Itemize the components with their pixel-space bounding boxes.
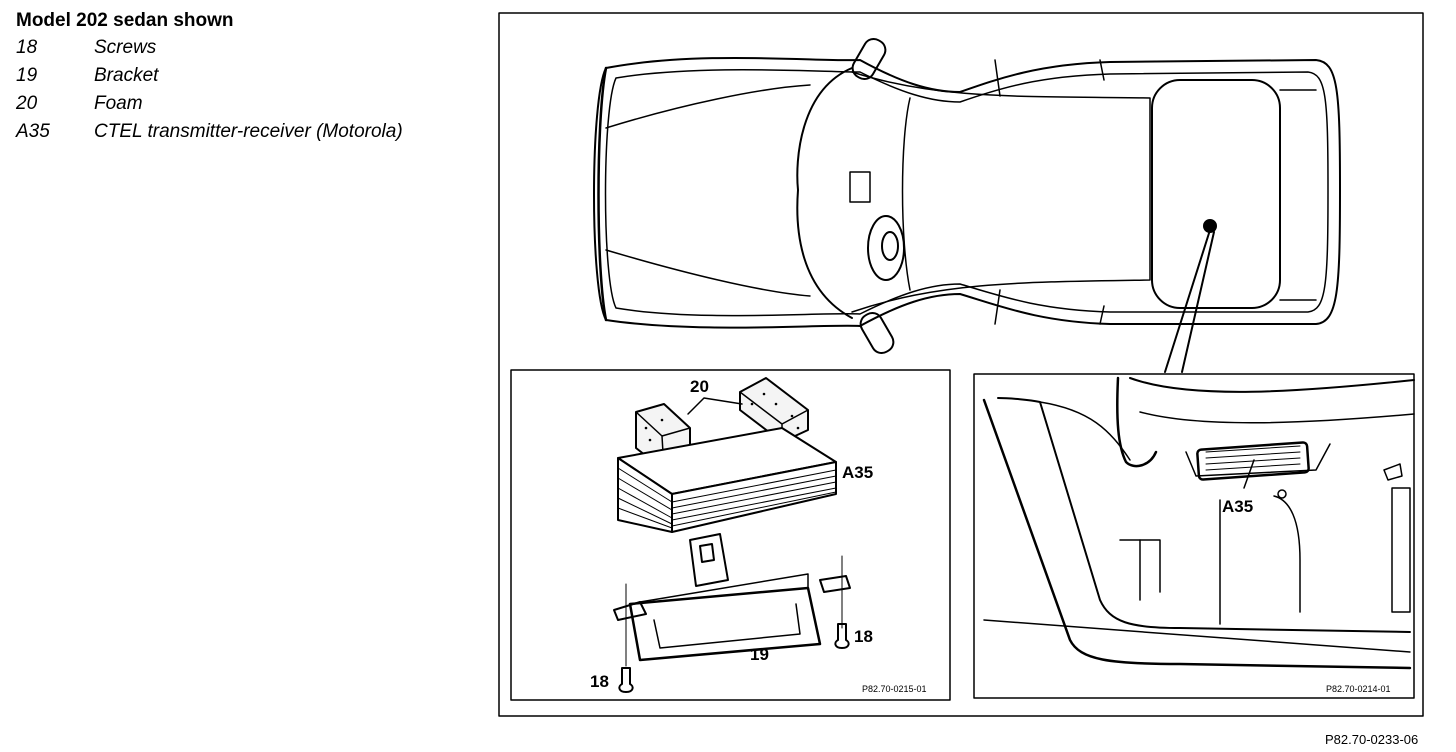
callout-bracket: 19	[750, 645, 769, 664]
foam-pad-2	[739, 377, 809, 443]
legend-desc: CTEL transmitter-receiver (Motorola)	[94, 121, 403, 142]
legend-desc: Foam	[94, 93, 143, 114]
cabin-floor-line	[901, 97, 911, 291]
screws	[618, 555, 850, 693]
callout-screw-left: 18	[590, 672, 609, 691]
legend-code: 20	[16, 93, 38, 114]
mirror-right	[859, 311, 895, 355]
legend-item: A35 CTEL transmitter-receiver (Motorola)	[16, 118, 486, 146]
bracket	[613, 533, 851, 662]
location-leader	[1164, 229, 1215, 373]
inset-left-frame	[510, 369, 951, 701]
legend-item: 20 Foam	[16, 90, 486, 118]
figure-reference: P82.70-0233-06	[1325, 732, 1419, 747]
legend-title: Model 202 sedan shown	[16, 10, 234, 31]
bracket-clip	[689, 533, 729, 587]
trunk-module-fins	[1205, 445, 1301, 471]
dash-vent	[849, 171, 871, 203]
mirror-left	[851, 37, 887, 81]
figure-frame	[498, 12, 1424, 717]
legend-desc: Bracket	[94, 65, 159, 86]
trunk-view	[982, 376, 1415, 670]
hood-line-bottom	[605, 249, 811, 297]
side-panel	[1391, 487, 1411, 613]
trunk-edge-3	[1039, 401, 1131, 461]
car-body-outline	[593, 56, 1341, 329]
hinge-arm	[1116, 376, 1158, 468]
legend-desc: Screws	[94, 37, 157, 58]
rear-shelf-lower	[1139, 411, 1415, 424]
trunk-floor-cutout	[1119, 539, 1161, 593]
trunk-bolt	[1277, 489, 1287, 499]
rear-window	[1151, 79, 1281, 309]
hood-line-top	[605, 84, 811, 129]
callout-module: A35	[842, 463, 873, 482]
legend-code: A35	[16, 121, 50, 142]
roof	[851, 71, 1151, 313]
bracket-inner	[653, 603, 801, 649]
trunk-module-bracket	[1185, 443, 1331, 477]
callout-screw-right: 18	[854, 627, 873, 646]
door-line-rear	[1099, 59, 1105, 325]
trunk-module-leader	[1243, 459, 1255, 489]
transmitter-receiver-module	[617, 427, 837, 533]
ref-left-inset: P82.70-0215-01	[862, 684, 927, 694]
legend: Model 202 sedan shown 18 Screws 19 Brack…	[16, 8, 486, 146]
rear-deck-line	[1279, 89, 1317, 301]
inset-right-frame	[973, 373, 1415, 699]
legend-item: 19 Bracket	[16, 62, 486, 90]
trunk-floor-line	[983, 619, 1411, 653]
ref-right-inset: P82.70-0214-01	[1326, 684, 1391, 694]
foam-leader	[687, 397, 743, 415]
legend-item: 18 Screws	[16, 34, 486, 62]
door-line-front	[994, 59, 1001, 325]
bracket-lip	[639, 573, 809, 603]
bracket-frame	[628, 586, 822, 662]
module-fins	[617, 467, 837, 529]
bracket-tab-left	[613, 601, 647, 621]
steering-wheel	[867, 215, 905, 281]
trunk-opening-inner	[997, 397, 1411, 633]
callout-foam: 20	[690, 377, 709, 396]
steering-hub	[881, 231, 899, 261]
screw-left	[618, 667, 634, 693]
rear-shelf	[1129, 377, 1415, 393]
car-body-inner	[604, 68, 1329, 317]
callout-trunk-module: A35	[1222, 497, 1253, 516]
wheel-well	[1273, 495, 1301, 613]
front-bumper	[597, 66, 608, 322]
windshield	[796, 67, 853, 319]
latch	[1383, 463, 1403, 481]
legend-code: 18	[16, 37, 38, 58]
bracket-tab-right	[819, 575, 851, 593]
legend-code: 19	[16, 65, 38, 86]
screw-right	[834, 623, 850, 649]
trunk-mounted-module	[1196, 441, 1310, 481]
trunk-opening-outer	[982, 398, 1412, 670]
module-side	[671, 461, 837, 533]
car-top-view	[593, 37, 1341, 355]
